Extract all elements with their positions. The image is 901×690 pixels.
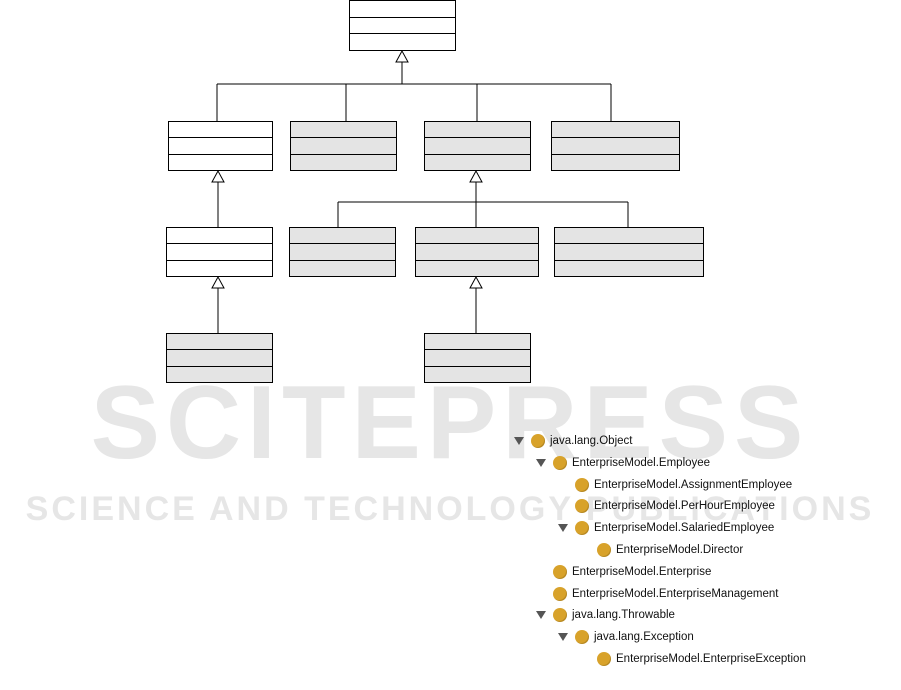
tree-item-label: java.lang.Throwable (572, 609, 675, 621)
expand-arrow-icon[interactable] (513, 435, 525, 447)
watermark-sub: SCIENCE AND TECHNOLOGY PUBLICATIONS (26, 490, 875, 528)
tree-item[interactable]: java.lang.Object (513, 431, 632, 451)
uml-class-diagram (166, 0, 704, 383)
inheritance-arrow (211, 169, 225, 183)
svg-text:SCIENCE AND TECHNOLOGY PUBLICA: SCIENCE AND TECHNOLOGY PUBLICATIONS (26, 490, 875, 528)
expand-arrow-icon[interactable] (557, 631, 569, 643)
expand-arrow-icon[interactable] (535, 609, 547, 621)
tree-item-label: java.lang.Object (550, 435, 633, 447)
tree-item-label: EnterpriseModel.PerHourEmployee (594, 500, 775, 512)
tree-item[interactable]: EnterpriseModel.PerHourEmployee (557, 496, 775, 516)
tree-item-label: EnterpriseModel.EnterpriseManagement (572, 588, 779, 600)
tree-item[interactable]: java.lang.Throwable (535, 605, 675, 625)
tree-item[interactable]: EnterpriseModel.EnterpriseException (579, 649, 806, 669)
inheritance-arrow (211, 275, 225, 289)
class-box (551, 121, 680, 171)
watermark-main: SCITEPRESS (91, 378, 810, 468)
tree-item-label: EnterpriseModel.SalariedEmployee (594, 522, 775, 534)
tree-item[interactable]: EnterpriseModel.SalariedEmployee (557, 518, 774, 538)
tree-item[interactable]: EnterpriseModel.Employee (535, 453, 710, 473)
class-box (289, 227, 396, 277)
expand-arrow-icon[interactable] (557, 522, 569, 534)
leaf-spacer (557, 500, 569, 512)
class-box (554, 227, 704, 277)
inheritance-arrow (469, 275, 483, 289)
class-node-icon (575, 630, 589, 644)
svg-text:SCITEPRESS: SCITEPRESS (91, 378, 810, 468)
tree-item-label: EnterpriseModel.EnterpriseException (616, 653, 806, 665)
tree-item[interactable]: EnterpriseModel.Enterprise (535, 562, 711, 582)
leaf-spacer (579, 653, 591, 665)
tree-item-label: EnterpriseModel.Employee (572, 457, 711, 469)
leaf-spacer (535, 588, 547, 600)
class-node-icon (553, 608, 567, 622)
tree-item-label: java.lang.Exception (594, 631, 694, 643)
class-box (168, 121, 273, 171)
tree-item[interactable]: EnterpriseModel.EnterpriseManagement (535, 584, 778, 604)
class-node-icon (553, 456, 567, 470)
tree-item[interactable]: EnterpriseModel.Director (579, 540, 743, 560)
inheritance-arrow (395, 49, 409, 63)
class-box (424, 121, 531, 171)
tree-item-label: EnterpriseModel.AssignmentEmployee (594, 479, 793, 491)
expand-arrow-icon[interactable] (535, 457, 547, 469)
class-box (415, 227, 539, 277)
class-node-icon (597, 543, 611, 557)
tree-item-label: EnterpriseModel.Director (616, 544, 744, 556)
class-box (349, 0, 456, 51)
class-box (166, 227, 273, 277)
leaf-spacer (557, 479, 569, 491)
tree-item-label: EnterpriseModel.Enterprise (572, 566, 712, 578)
leaf-spacer (579, 544, 591, 556)
class-node-icon (553, 587, 567, 601)
class-box (166, 333, 273, 383)
leaf-spacer (535, 566, 547, 578)
class-box (424, 333, 531, 383)
class-node-icon (575, 499, 589, 513)
class-node-icon (531, 434, 545, 448)
class-node-icon (553, 565, 567, 579)
class-node-icon (597, 652, 611, 666)
inheritance-arrow (469, 169, 483, 183)
class-node-icon (575, 478, 589, 492)
class-box (290, 121, 397, 171)
tree-item[interactable]: EnterpriseModel.AssignmentEmployee (557, 475, 792, 495)
class-node-icon (575, 521, 589, 535)
tree-item[interactable]: java.lang.Exception (557, 627, 694, 647)
